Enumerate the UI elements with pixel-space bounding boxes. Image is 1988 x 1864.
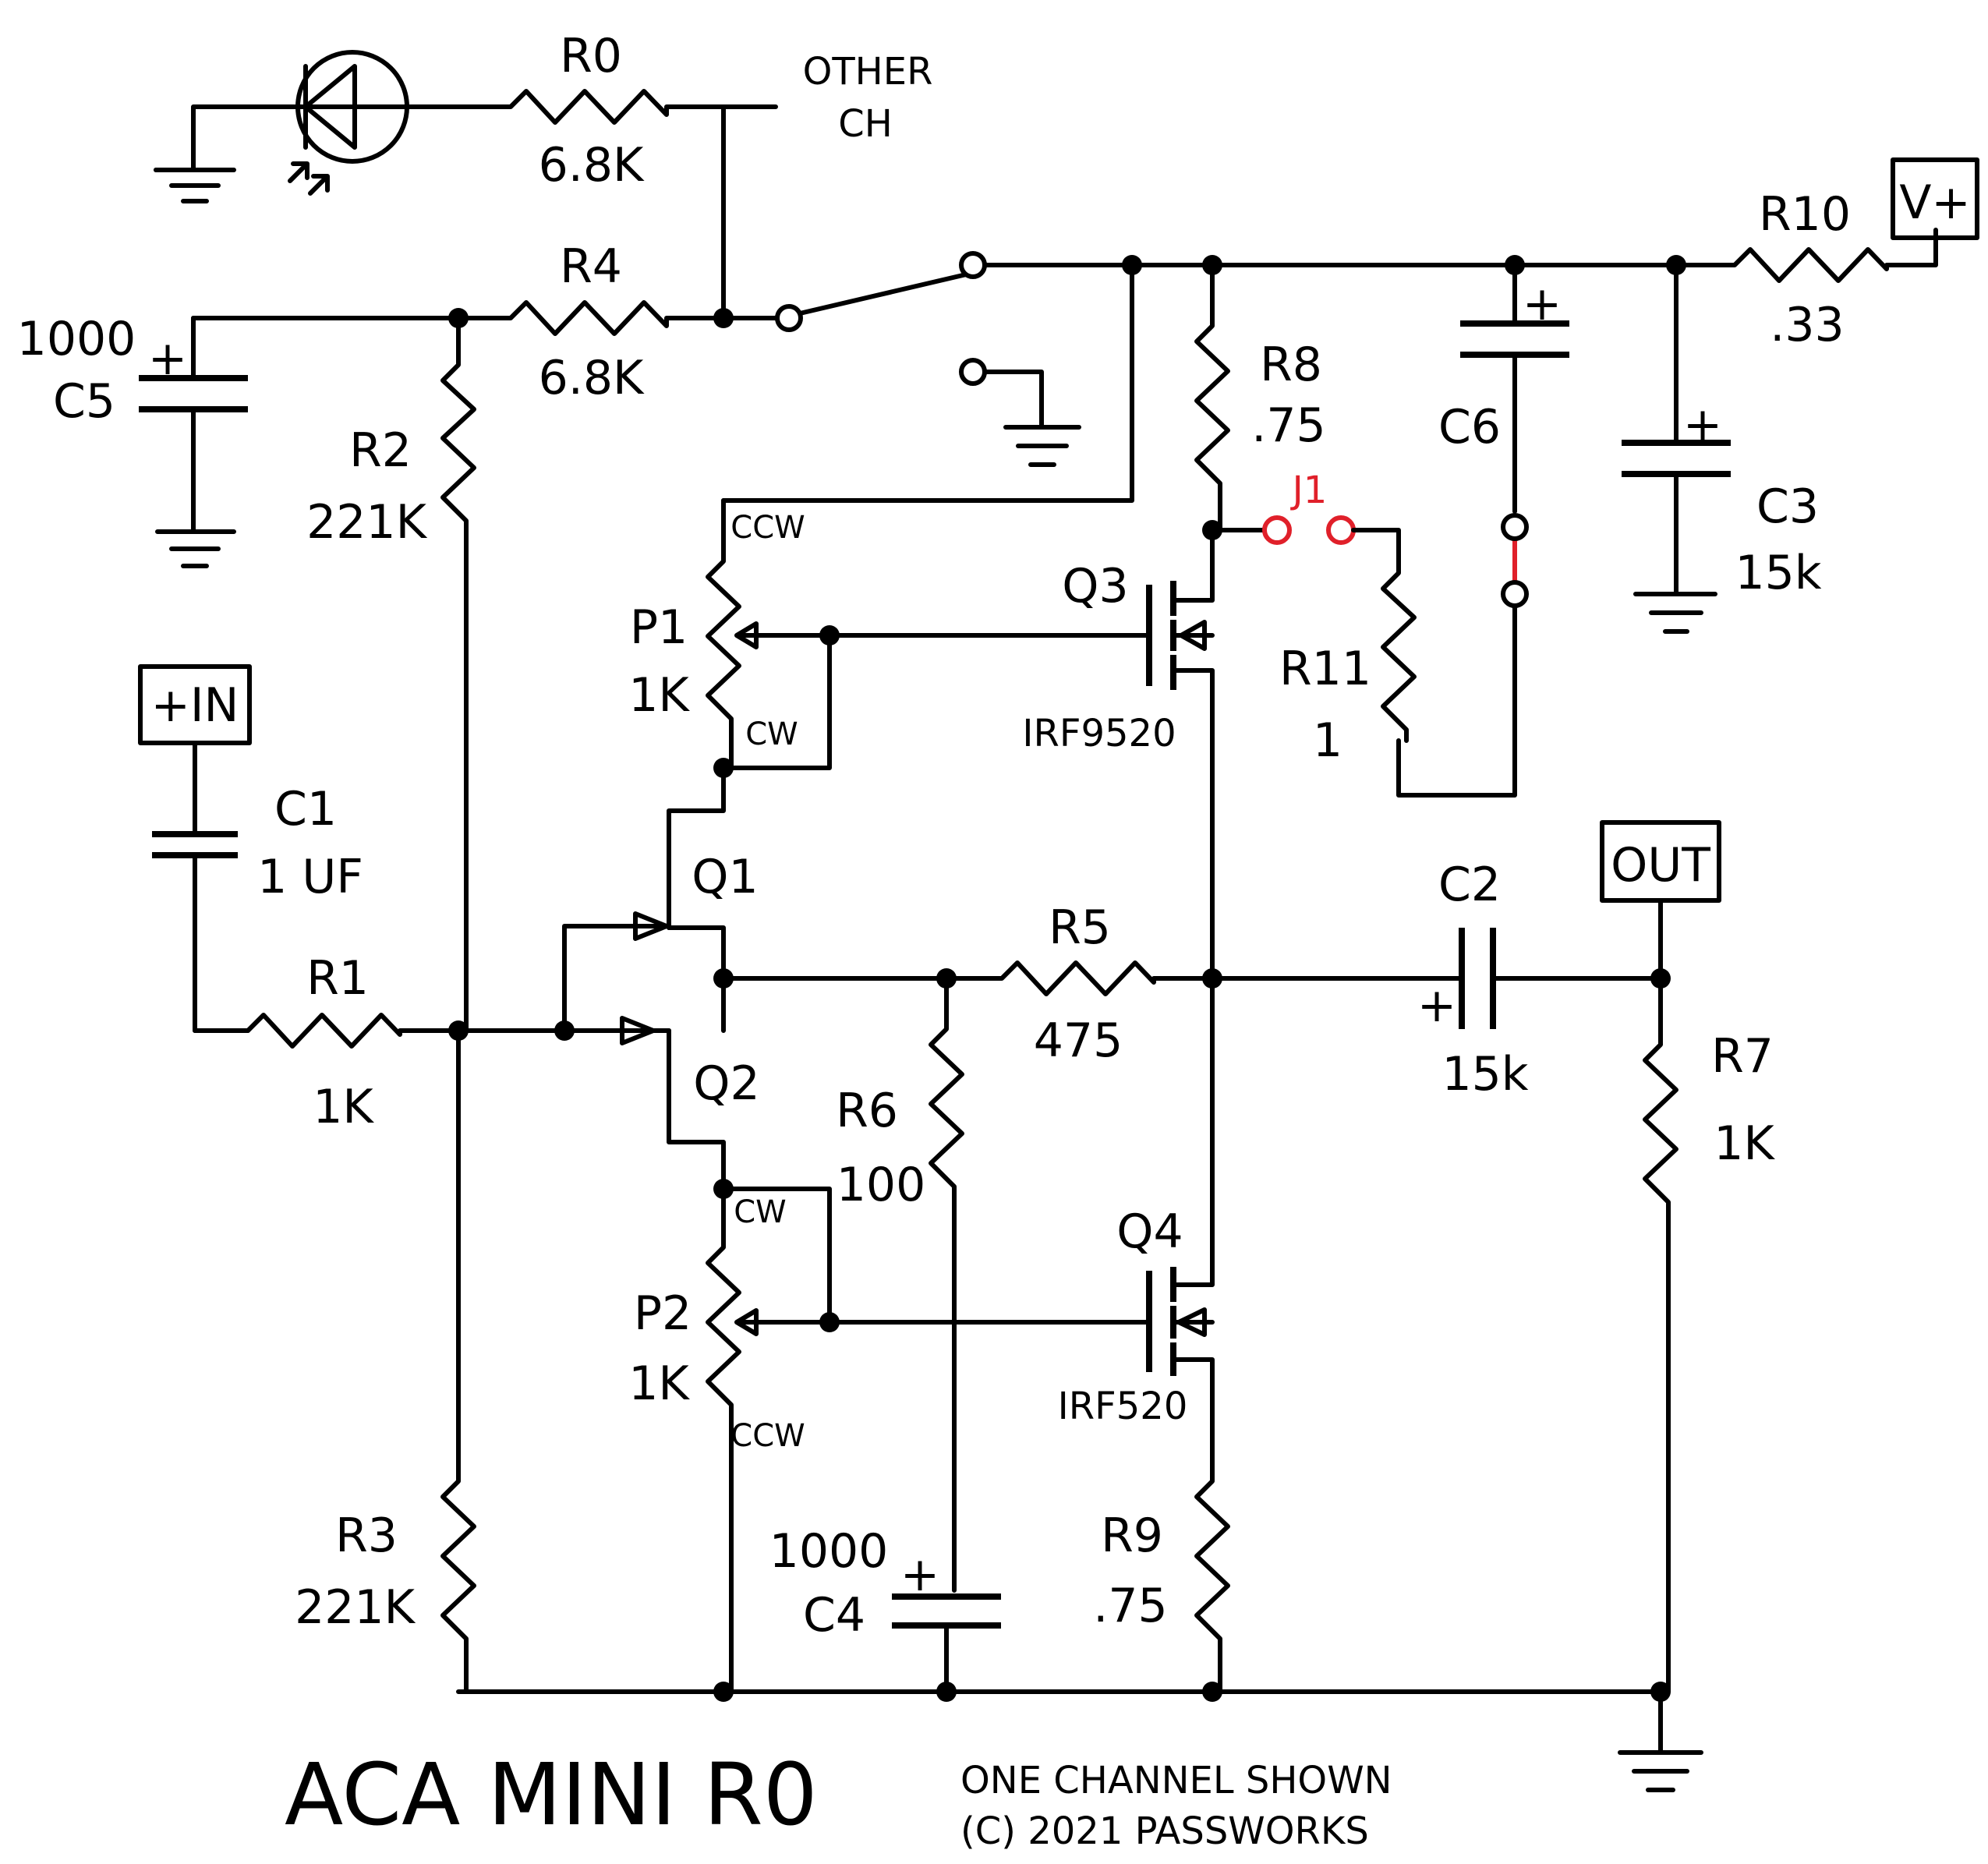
junction-dots — [448, 255, 1686, 1702]
resistor-R0: R0 6.8K — [405, 29, 778, 193]
resistor-R6-value: 100 — [837, 1158, 926, 1212]
resistor-R1-ref: R1 — [306, 951, 369, 1006]
ground-symbol — [1618, 1750, 1703, 1792]
resistor-R2: R2 221K — [306, 316, 476, 1033]
resistor-R8: R8 .75 — [1194, 263, 1326, 532]
potentiometer-P1-end-bottom: CW — [745, 716, 798, 752]
capacitor-C4-polarity: + — [900, 1547, 939, 1602]
mosfet-Q4-ref: Q4 — [1116, 1204, 1183, 1259]
resistor-R8-ref: R8 — [1260, 338, 1322, 392]
supply-port[interactable]: V+ — [1891, 157, 1979, 240]
resistor-R1-value: 1K — [313, 1080, 374, 1134]
capacitor-C6-polarity: + — [1523, 277, 1562, 331]
capacitor-C2-ref: C2 — [1438, 858, 1501, 912]
resistor-R2-ref: R2 — [349, 423, 412, 478]
input-port[interactable]: +IN — [138, 664, 252, 745]
ground-bus — [456, 1689, 1663, 1753]
capacitor-C2: + C2 15k — [1210, 858, 1663, 1102]
resistor-R11-ref: R11 — [1279, 642, 1371, 696]
capacitor-C5-ref: C5 — [53, 374, 115, 429]
resistor-R7-ref: R7 — [1711, 1029, 1774, 1084]
potentiometer-P2: CW CCW P2 1K — [628, 1187, 1151, 1694]
mosfet-Q3-ref: Q3 — [1062, 559, 1128, 614]
capacitor-C3-polarity: + — [1683, 398, 1722, 452]
resistor-R11: R11 1 — [1279, 528, 1417, 768]
wire — [721, 263, 1134, 523]
resistor-R10: R10 .33 — [1674, 187, 1938, 352]
capacitor-C1: C1 1 UF — [152, 741, 363, 1033]
input-port-label: +IN — [151, 678, 239, 733]
potentiometer-P2-ref: P2 — [634, 1286, 692, 1341]
supply-port-label: V+ — [1899, 175, 1970, 230]
resistor-R9: R9 .75 — [1093, 1432, 1230, 1694]
resistor-R11-value: 1 — [1313, 713, 1342, 768]
capacitor-C2-polarity: + — [1417, 978, 1456, 1033]
capacitor-C6-ref: C6 — [1438, 400, 1501, 455]
resistor-R5: R5 475 — [721, 900, 1215, 1068]
potentiometer-P1-ref: P1 — [630, 600, 688, 655]
capacitor-C2-value: 15k — [1441, 1047, 1528, 1102]
capacitor-C4: + 1000 C4 — [769, 1524, 1001, 1694]
transistor-Q1: Q1 — [562, 766, 759, 1033]
mosfet-Q4-part: IRF520 — [1058, 1385, 1188, 1428]
capacitor-C3-ref: C3 — [1756, 479, 1819, 534]
resistor-R2-value: 221K — [306, 495, 428, 550]
resistor-R7-value: 1K — [1714, 1116, 1775, 1171]
resistor-R7: R7 1K — [1643, 976, 1775, 1694]
resistor-R5-ref: R5 — [1049, 900, 1111, 955]
capacitor-C6: + C6 — [1396, 263, 1569, 798]
capacitor-C1-ref: C1 — [274, 782, 337, 837]
resistor-R5-value: 475 — [1034, 1013, 1123, 1068]
other-channel-label-line2: CH — [838, 102, 893, 146]
transistor-Q2-ref: Q2 — [693, 1056, 759, 1111]
resistor-R8-value: .75 — [1251, 398, 1325, 453]
transistor-Q2: Q2 — [620, 1016, 760, 1191]
output-port-label: OUT — [1611, 838, 1710, 893]
resistor-R1: R1 1K — [193, 951, 671, 1134]
transistor-Q1-ref: Q1 — [692, 850, 758, 904]
schematic-title: ACA MINI R0 — [285, 1745, 818, 1845]
resistor-R0-value: 6.8K — [539, 138, 645, 193]
capacitor-C4-ref: C4 — [803, 1588, 865, 1643]
resistor-R3-value: 221K — [295, 1580, 416, 1635]
potentiometer-P1-value: 1K — [628, 668, 690, 723]
mosfet-Q3: Q3 IRF9520 — [827, 528, 1215, 981]
ground-symbol — [154, 168, 236, 203]
resistor-R6: R6 100 — [836, 976, 964, 1593]
resistor-R4-ref: R4 — [560, 239, 622, 294]
potentiometer-P1: CCW CW P1 1K — [628, 498, 832, 770]
capacitor-C5-polarity: + — [148, 331, 187, 386]
resistor-R6-ref: R6 — [836, 1084, 898, 1138]
note-copyright: (C) 2021 PASSWORKS — [960, 1809, 1369, 1853]
other-channel-label-line1: OTHER — [803, 50, 933, 94]
mosfet-Q3-part: IRF9520 — [1022, 712, 1176, 755]
resistor-R3-ref: R3 — [335, 1509, 398, 1563]
potentiometer-P2-end-bottom: CCW — [730, 1418, 805, 1454]
jumper-J1-ref: J1 — [1290, 469, 1328, 512]
resistor-R10-value: .33 — [1770, 298, 1844, 352]
capacitor-C1-value: 1 UF — [257, 850, 363, 904]
resistor-R9-value: .75 — [1093, 1579, 1167, 1633]
resistor-R4-value: 6.8K — [539, 351, 645, 405]
potentiometer-P2-end-top: CW — [734, 1194, 786, 1230]
led-indicator — [154, 50, 409, 196]
resistor-R3: R3 221K — [295, 1028, 476, 1694]
potentiometer-P1-end-top: CCW — [730, 510, 805, 546]
output-port[interactable]: OUT — [1600, 820, 1721, 981]
jumper-J1: J1 — [1210, 469, 1356, 545]
capacitor-C5-value: 1000 — [17, 312, 136, 366]
note-channel: ONE CHANNEL SHOWN — [960, 1759, 1392, 1802]
resistor-R0-ref: R0 — [560, 29, 622, 83]
capacitor-C4-value: 1000 — [769, 1524, 889, 1579]
resistor-R10-ref: R10 — [1759, 187, 1851, 242]
mosfet-Q4: Q4 IRF520 — [1058, 976, 1215, 1437]
resistor-R4: R4 6.8K — [456, 239, 790, 405]
potentiometer-P2-value: 1K — [628, 1356, 690, 1411]
resistor-R9-ref: R9 — [1101, 1509, 1163, 1563]
power-switch — [775, 251, 1081, 467]
capacitor-C5: 1000 C5 + — [17, 312, 248, 568]
capacitor-C3: + C3 15k — [1622, 263, 1822, 634]
capacitor-C3-value: 15k — [1735, 546, 1821, 600]
